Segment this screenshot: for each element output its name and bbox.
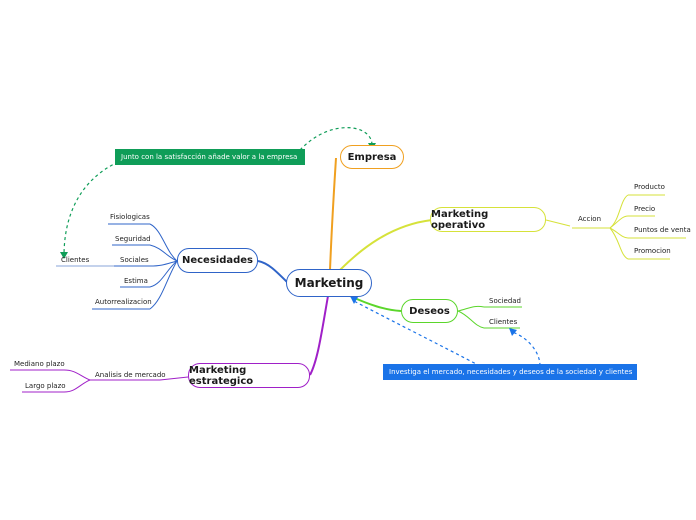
note-investiga[interactable]: Investiga el mercado, necesidades y dese… <box>383 364 637 380</box>
label-producto: Producto <box>634 183 665 191</box>
node-marketing-operativo[interactable]: Marketing operativo <box>430 207 546 232</box>
label-promocion: Promocion <box>634 247 671 255</box>
node-deseos-label: Deseos <box>409 305 450 317</box>
label-estima: Estima <box>124 277 148 285</box>
node-necesidades[interactable]: Necesidades <box>177 248 258 273</box>
label-largo-plazo: Largo plazo <box>25 382 66 390</box>
central-node-label: Marketing <box>294 276 364 290</box>
node-empresa-label: Empresa <box>347 151 397 163</box>
node-deseos[interactable]: Deseos <box>401 299 458 323</box>
label-analisis-de-mercado: Analisis de mercado <box>95 371 166 379</box>
label-accion: Accion <box>578 215 602 223</box>
label-seguridad: Seguridad <box>115 235 151 243</box>
label-autorrealizacion: Autorrealizacion <box>95 298 152 306</box>
note-satisfaccion-text: Junto con la satisfacción añade valor a … <box>121 153 298 161</box>
node-marketing-operativo-label: Marketing operativo <box>431 208 489 231</box>
note-satisfaccion[interactable]: Junto con la satisfacción añade valor a … <box>115 149 305 165</box>
label-sociedad: Sociedad <box>489 297 522 305</box>
label-puntos-de-venta: Puntos de venta <box>634 226 691 234</box>
node-marketing-estrategico[interactable]: Marketing estrategico <box>188 363 310 388</box>
label-mediano-plazo: Mediano plazo <box>14 360 65 368</box>
label-clientes-deseos: Clientes <box>489 318 518 326</box>
label-sociales: Sociales <box>120 256 149 264</box>
label-clientes-necesidades: Clientes <box>61 256 90 264</box>
node-empresa[interactable]: Empresa <box>340 145 404 169</box>
central-node-marketing[interactable]: Marketing <box>286 269 372 297</box>
node-necesidades-label: Necesidades <box>181 255 254 266</box>
note-investiga-text: Investiga el mercado, necesidades y dese… <box>389 368 633 376</box>
label-precio: Precio <box>634 205 656 213</box>
label-fisiologicas: Fisiologicas <box>110 213 150 221</box>
node-marketing-estrategico-label: Marketing estrategico <box>189 364 254 387</box>
